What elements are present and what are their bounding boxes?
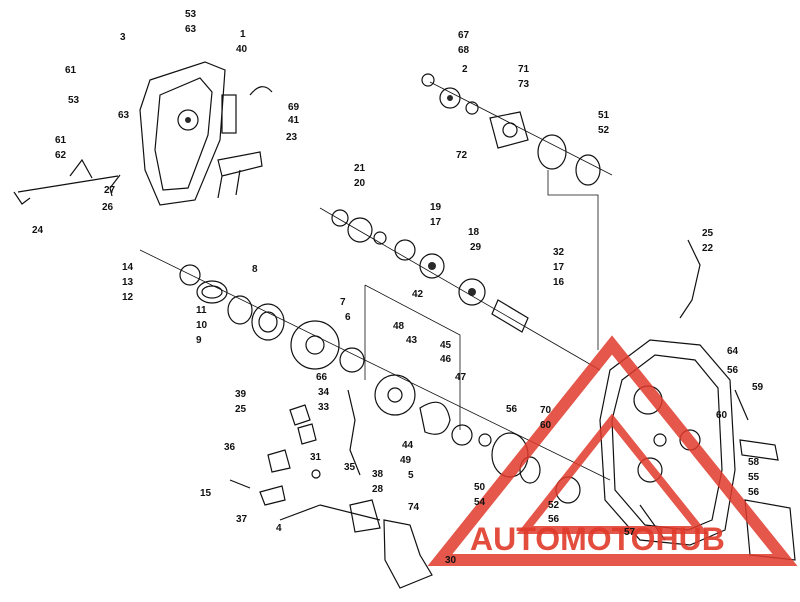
middle-gear-assembly xyxy=(319,207,601,371)
part-number-label: 16 xyxy=(553,277,565,288)
part-number-label: 72 xyxy=(456,150,468,161)
part-number-label: 56 xyxy=(748,487,760,498)
part-number-label: 57 xyxy=(624,527,636,538)
part-number-label: 25 xyxy=(702,228,714,239)
part-number-label: 52 xyxy=(548,500,560,511)
part-number-label: 12 xyxy=(122,292,134,303)
part-number-label: 28 xyxy=(372,484,384,495)
part-number-label: 40 xyxy=(236,44,248,55)
part-number-label: 37 xyxy=(236,514,248,525)
part-number-label: 24 xyxy=(32,225,44,236)
part-number-label: 61 xyxy=(55,135,67,146)
clutch-assembly xyxy=(139,249,611,504)
lower-linkage xyxy=(229,389,433,589)
chaincase-cover xyxy=(13,61,273,206)
part-number-label: 34 xyxy=(318,387,330,398)
part-number-label: 32 xyxy=(553,247,565,258)
part-number-label: 73 xyxy=(518,79,530,90)
part-number-label: 17 xyxy=(430,217,442,228)
part-number-label: 56 xyxy=(727,365,739,376)
part-number-label: 70 xyxy=(540,405,552,416)
part-number-label: 66 xyxy=(316,372,328,383)
part-number-label: 22 xyxy=(702,243,714,254)
part-number-label: 20 xyxy=(354,178,366,189)
part-number-label: 44 xyxy=(402,440,414,451)
part-number-label: 68 xyxy=(458,45,470,56)
part-number-label: 21 xyxy=(354,163,366,174)
watermark-text: AUTOMOTOHUB xyxy=(470,521,725,557)
part-number-label: 14 xyxy=(122,262,134,273)
part-number-label: 51 xyxy=(598,110,610,121)
part-number-label: 13 xyxy=(122,277,134,288)
part-number-label: 39 xyxy=(235,389,247,400)
part-number-label: 71 xyxy=(518,64,530,75)
part-number-label: 52 xyxy=(598,125,610,136)
part-number-label: 62 xyxy=(55,150,67,161)
part-number-label: 53 xyxy=(68,95,80,106)
part-number-label: 56 xyxy=(506,404,518,415)
part-number-label: 45 xyxy=(440,340,452,351)
part-number-label: 49 xyxy=(400,455,412,466)
part-number-label: 19 xyxy=(430,202,442,213)
part-number-label: 33 xyxy=(318,402,330,413)
part-number-label: 50 xyxy=(474,482,486,493)
part-number-label: 25 xyxy=(235,404,247,415)
part-number-label: 54 xyxy=(474,497,486,508)
part-number-label: 31 xyxy=(310,452,322,463)
part-number-label: 74 xyxy=(408,502,420,513)
part-number-label: 4 xyxy=(276,523,282,534)
part-number-label: 67 xyxy=(458,30,470,41)
part-number-label: 9 xyxy=(196,335,202,346)
part-number-label: 10 xyxy=(196,320,208,331)
part-number-label: 30 xyxy=(445,555,457,566)
part-number-label: 60 xyxy=(540,420,552,431)
part-number-label: 18 xyxy=(468,227,480,238)
part-number-label: 56 xyxy=(548,514,560,525)
part-number-label: 2 xyxy=(462,64,468,75)
part-number-label: 55 xyxy=(748,472,760,483)
part-number-label: 69 xyxy=(288,102,300,113)
chaincase-housing xyxy=(599,239,796,561)
part-number-label: 46 xyxy=(440,354,452,365)
part-number-label: 6 xyxy=(345,312,351,323)
part-number-label: 38 xyxy=(372,469,384,480)
part-number-label: 60 xyxy=(716,410,728,421)
upper-sprocket-assembly xyxy=(421,73,613,350)
watermark-logo: AUTOMOTOHUB xyxy=(427,335,798,566)
part-number-label: 5 xyxy=(408,470,414,481)
part-number-label: 15 xyxy=(200,488,212,499)
part-number-label: 64 xyxy=(727,346,739,357)
part-number-label: 8 xyxy=(252,264,258,275)
part-number-label: 58 xyxy=(748,457,760,468)
part-number-label: 36 xyxy=(224,442,236,453)
part-number-label: 35 xyxy=(344,462,356,473)
part-number-label: 63 xyxy=(185,24,197,35)
part-number-label: 63 xyxy=(118,110,130,121)
part-number-label: 7 xyxy=(340,297,346,308)
part-number-label: 3 xyxy=(120,32,126,43)
part-number-label: 59 xyxy=(752,382,764,393)
part-number-label: 48 xyxy=(393,321,405,332)
part-number-label: 47 xyxy=(455,372,467,383)
part-number-label: 1 xyxy=(240,29,246,40)
part-number-label: 17 xyxy=(553,262,565,273)
part-number-label: 42 xyxy=(412,289,424,300)
part-number-label: 26 xyxy=(102,202,114,213)
part-number-label: 53 xyxy=(185,9,197,20)
part-number-label: 43 xyxy=(406,335,418,346)
part-number-label: 23 xyxy=(286,132,298,143)
part-number-label: 29 xyxy=(470,242,482,253)
part-number-label: 27 xyxy=(104,185,116,196)
part-number-label: 61 xyxy=(65,65,77,76)
part-number-label: 11 xyxy=(196,305,207,316)
part-number-label: 41 xyxy=(288,115,300,126)
